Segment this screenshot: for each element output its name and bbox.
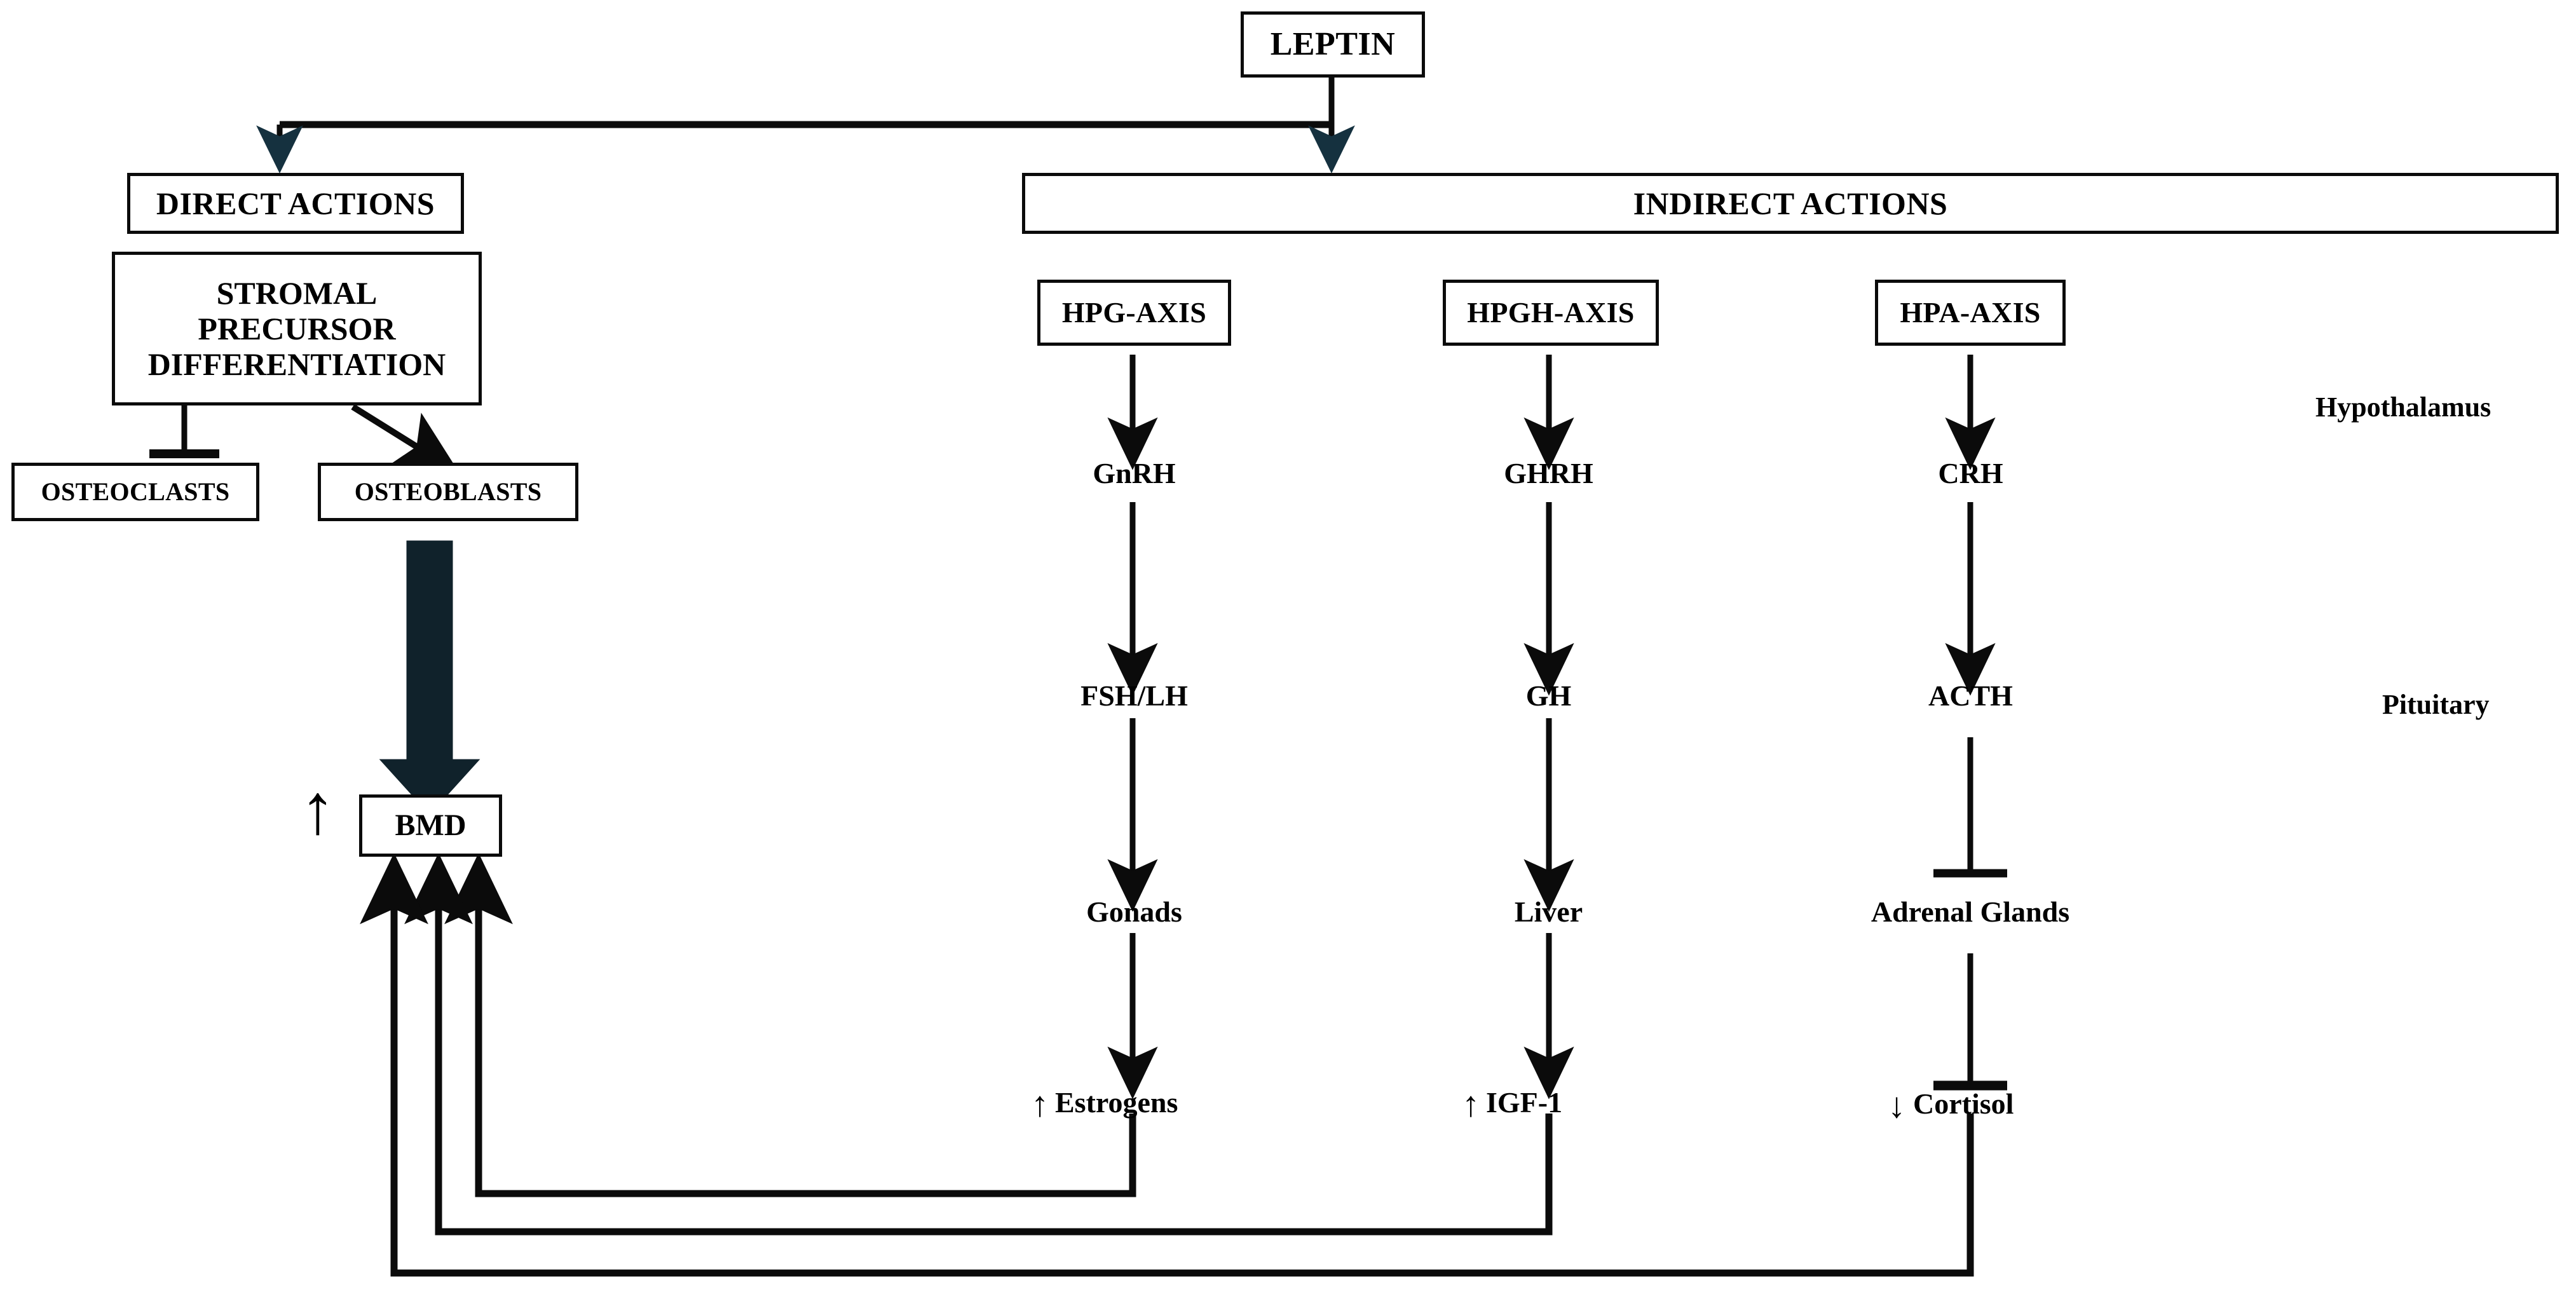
node-direct-actions-label: DIRECT ACTIONS [156, 186, 435, 221]
node-hpgh-axis[interactable]: HPGH-AXIS [1443, 280, 1659, 346]
feedback-igf1-to-bmd [404, 852, 1553, 1236]
node-cortisol-label: Cortisol [1913, 1087, 2014, 1120]
leptin-split-connector [256, 78, 1355, 174]
side-label-hypothalamus: Hypothalamus [2315, 391, 2491, 423]
node-estrogens: ↑ Estrogens [1005, 1080, 1272, 1125]
node-osteoblasts-label: OSTEOBLASTS [354, 477, 542, 506]
estrogens-up-arrow-icon: ↑ [1031, 1085, 1049, 1124]
feedback-estrogens-to-bmd [444, 852, 1136, 1197]
hpa-axis-chain [1933, 355, 2007, 1091]
node-indirect-actions-label: INDIRECT ACTIONS [1633, 186, 1948, 221]
node-gonads-label: Gonads [1086, 896, 1182, 929]
side-label-pituitary: Pituitary [2382, 688, 2490, 721]
node-cortisol: ↓ Cortisol [1862, 1082, 2129, 1126]
node-gonads: Gonads [1037, 890, 1231, 934]
node-adrenal-glands: Adrenal Glands [1843, 890, 2097, 934]
feedback-cortisol-to-bmd [360, 852, 1974, 1277]
side-label-pituitary-text: Pituitary [2382, 689, 2490, 720]
node-stromal-precursor-differentiation[interactable]: STROMAL PRECURSOR DIFFERENTIATION [112, 252, 482, 405]
igf1-up-arrow-icon: ↑ [1462, 1085, 1480, 1124]
node-gh: GH [1452, 674, 1646, 718]
node-igf1: ↑ IGF-1 [1430, 1080, 1684, 1125]
node-hpg-axis-label: HPG-AXIS [1061, 296, 1207, 329]
node-crh: CRH [1874, 451, 2068, 496]
node-osteoblasts[interactable]: OSTEOBLASTS [318, 463, 578, 521]
node-gnrh: GnRH [1037, 451, 1231, 496]
node-fsh-lh-label: FSH/LH [1080, 679, 1188, 712]
stromal-to-osteoblasts-arrow [351, 404, 460, 473]
node-direct-actions[interactable]: DIRECT ACTIONS [127, 173, 464, 234]
node-leptin-label: LEPTIN [1270, 25, 1396, 62]
node-indirect-actions[interactable]: INDIRECT ACTIONS [1022, 173, 2559, 234]
node-gnrh-label: GnRH [1093, 457, 1176, 490]
node-ghrh-label: GHRH [1504, 457, 1593, 490]
node-hpgh-axis-label: HPGH-AXIS [1467, 296, 1635, 329]
node-osteoclasts-label: OSTEOCLASTS [41, 477, 230, 506]
node-osteoclasts[interactable]: OSTEOCLASTS [11, 463, 259, 521]
node-fsh-lh: FSH/LH [1037, 674, 1231, 718]
stromal-line-2: PRECURSOR [198, 311, 396, 346]
node-gh-label: GH [1525, 679, 1572, 712]
node-crh-label: CRH [1938, 457, 2003, 490]
stromal-to-osteoclasts-inhibition [149, 405, 219, 458]
node-hpa-axis-label: HPA-AXIS [1900, 296, 2041, 329]
node-liver-label: Liver [1514, 896, 1583, 929]
bmd-increase-up-arrow-icon: ↑ [300, 774, 336, 845]
node-adrenal-glands-label: Adrenal Glands [1871, 896, 2070, 929]
node-hpa-axis[interactable]: HPA-AXIS [1875, 280, 2066, 346]
node-acth-label: ACTH [1928, 679, 2013, 712]
stromal-line-1: STROMAL [216, 275, 378, 311]
side-label-hypothalamus-text: Hypothalamus [2315, 392, 2491, 423]
osteoblasts-to-bmd-thick-arrow [379, 540, 480, 815]
stromal-line-3: DIFFERENTIATION [147, 346, 446, 382]
node-leptin[interactable]: LEPTIN [1241, 11, 1425, 78]
node-hpg-axis[interactable]: HPG-AXIS [1037, 280, 1231, 346]
node-estrogens-label: Estrogens [1055, 1086, 1178, 1119]
node-liver: Liver [1452, 890, 1646, 934]
node-bmd[interactable]: BMD [359, 794, 502, 857]
cortisol-down-arrow-icon: ↓ [1888, 1086, 1905, 1126]
up-arrow-glyph: ↑ [300, 770, 336, 849]
node-igf1-label: IGF-1 [1486, 1086, 1563, 1119]
node-bmd-label: BMD [395, 808, 467, 843]
node-ghrh: GHRH [1452, 451, 1646, 496]
node-acth: ACTH [1874, 674, 2068, 718]
